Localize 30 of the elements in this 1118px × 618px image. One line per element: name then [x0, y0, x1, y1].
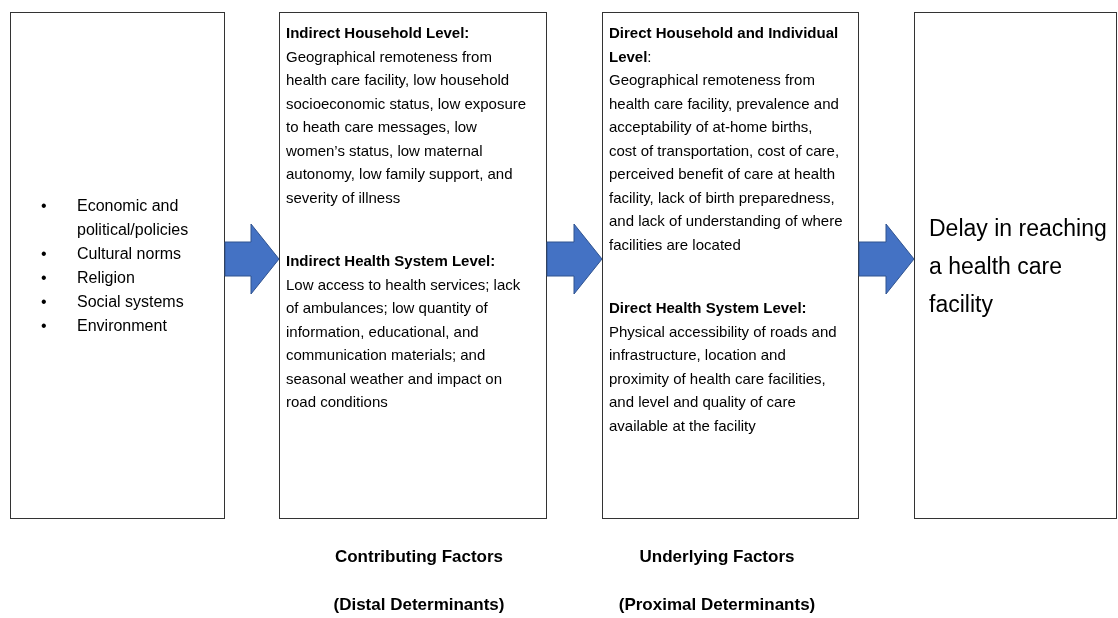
bullet-text: Environment	[77, 315, 168, 336]
bullet-text: Cultural norms	[77, 243, 183, 264]
bullet-mark: •	[41, 315, 47, 336]
section-body: Geographical remoteness from health care facility, prevalence and acceptability of at-home births, cost of transportation, cost of care, perceived benefit of care at health facility, lack of birth preparedness, and lack of understanding of where facilities are located	[609, 70, 844, 255]
section-heading: Direct Health System Level:	[609, 298, 808, 318]
section-heading: Indirect Household Level:	[286, 23, 471, 43]
factor-box	[602, 12, 859, 519]
bullet-mark: •	[41, 291, 47, 312]
bullet-mark: •	[41, 243, 47, 264]
block-arrow	[546, 223, 603, 295]
factor-box	[914, 12, 1117, 519]
section-body: Physical accessibility of roads and infrastructure, location and proximity of health care facilities, and level and quality of care available at the facility	[609, 321, 838, 436]
bullet-text: Social systems	[77, 291, 185, 312]
section-body: Geographical remoteness from health care facility, low household socioeconomic status, low exposure to heath care messages, low women’s status, low maternal autonomy, low family support, and severity of illness	[286, 46, 528, 208]
factor-box	[10, 12, 225, 519]
bullet-mark: •	[41, 267, 47, 288]
bullet-text: Religion	[77, 267, 136, 288]
column-caption: Underlying Factors	[639, 546, 795, 568]
block-arrow	[224, 223, 280, 295]
column-caption: (Proximal Determinants)	[618, 594, 816, 616]
factor-box	[279, 12, 547, 519]
section-body: Low access to health services; lack of ambulances; low quantity of information, educational, and communication materials; and seasonal weather and impact on road conditions	[286, 274, 522, 412]
column-caption: (Distal Determinants)	[333, 594, 505, 616]
outcome-text: Delay in reaching a health care facility	[928, 213, 1108, 319]
block-arrow	[858, 223, 915, 295]
bullet-text: Economic and political/policies	[77, 195, 190, 240]
section-heading: Indirect Health System Level:	[286, 251, 497, 271]
section-heading: Direct Household and Individual Level:	[609, 23, 840, 67]
bullet-mark: •	[41, 195, 47, 216]
column-caption: Contributing Factors	[334, 546, 504, 568]
